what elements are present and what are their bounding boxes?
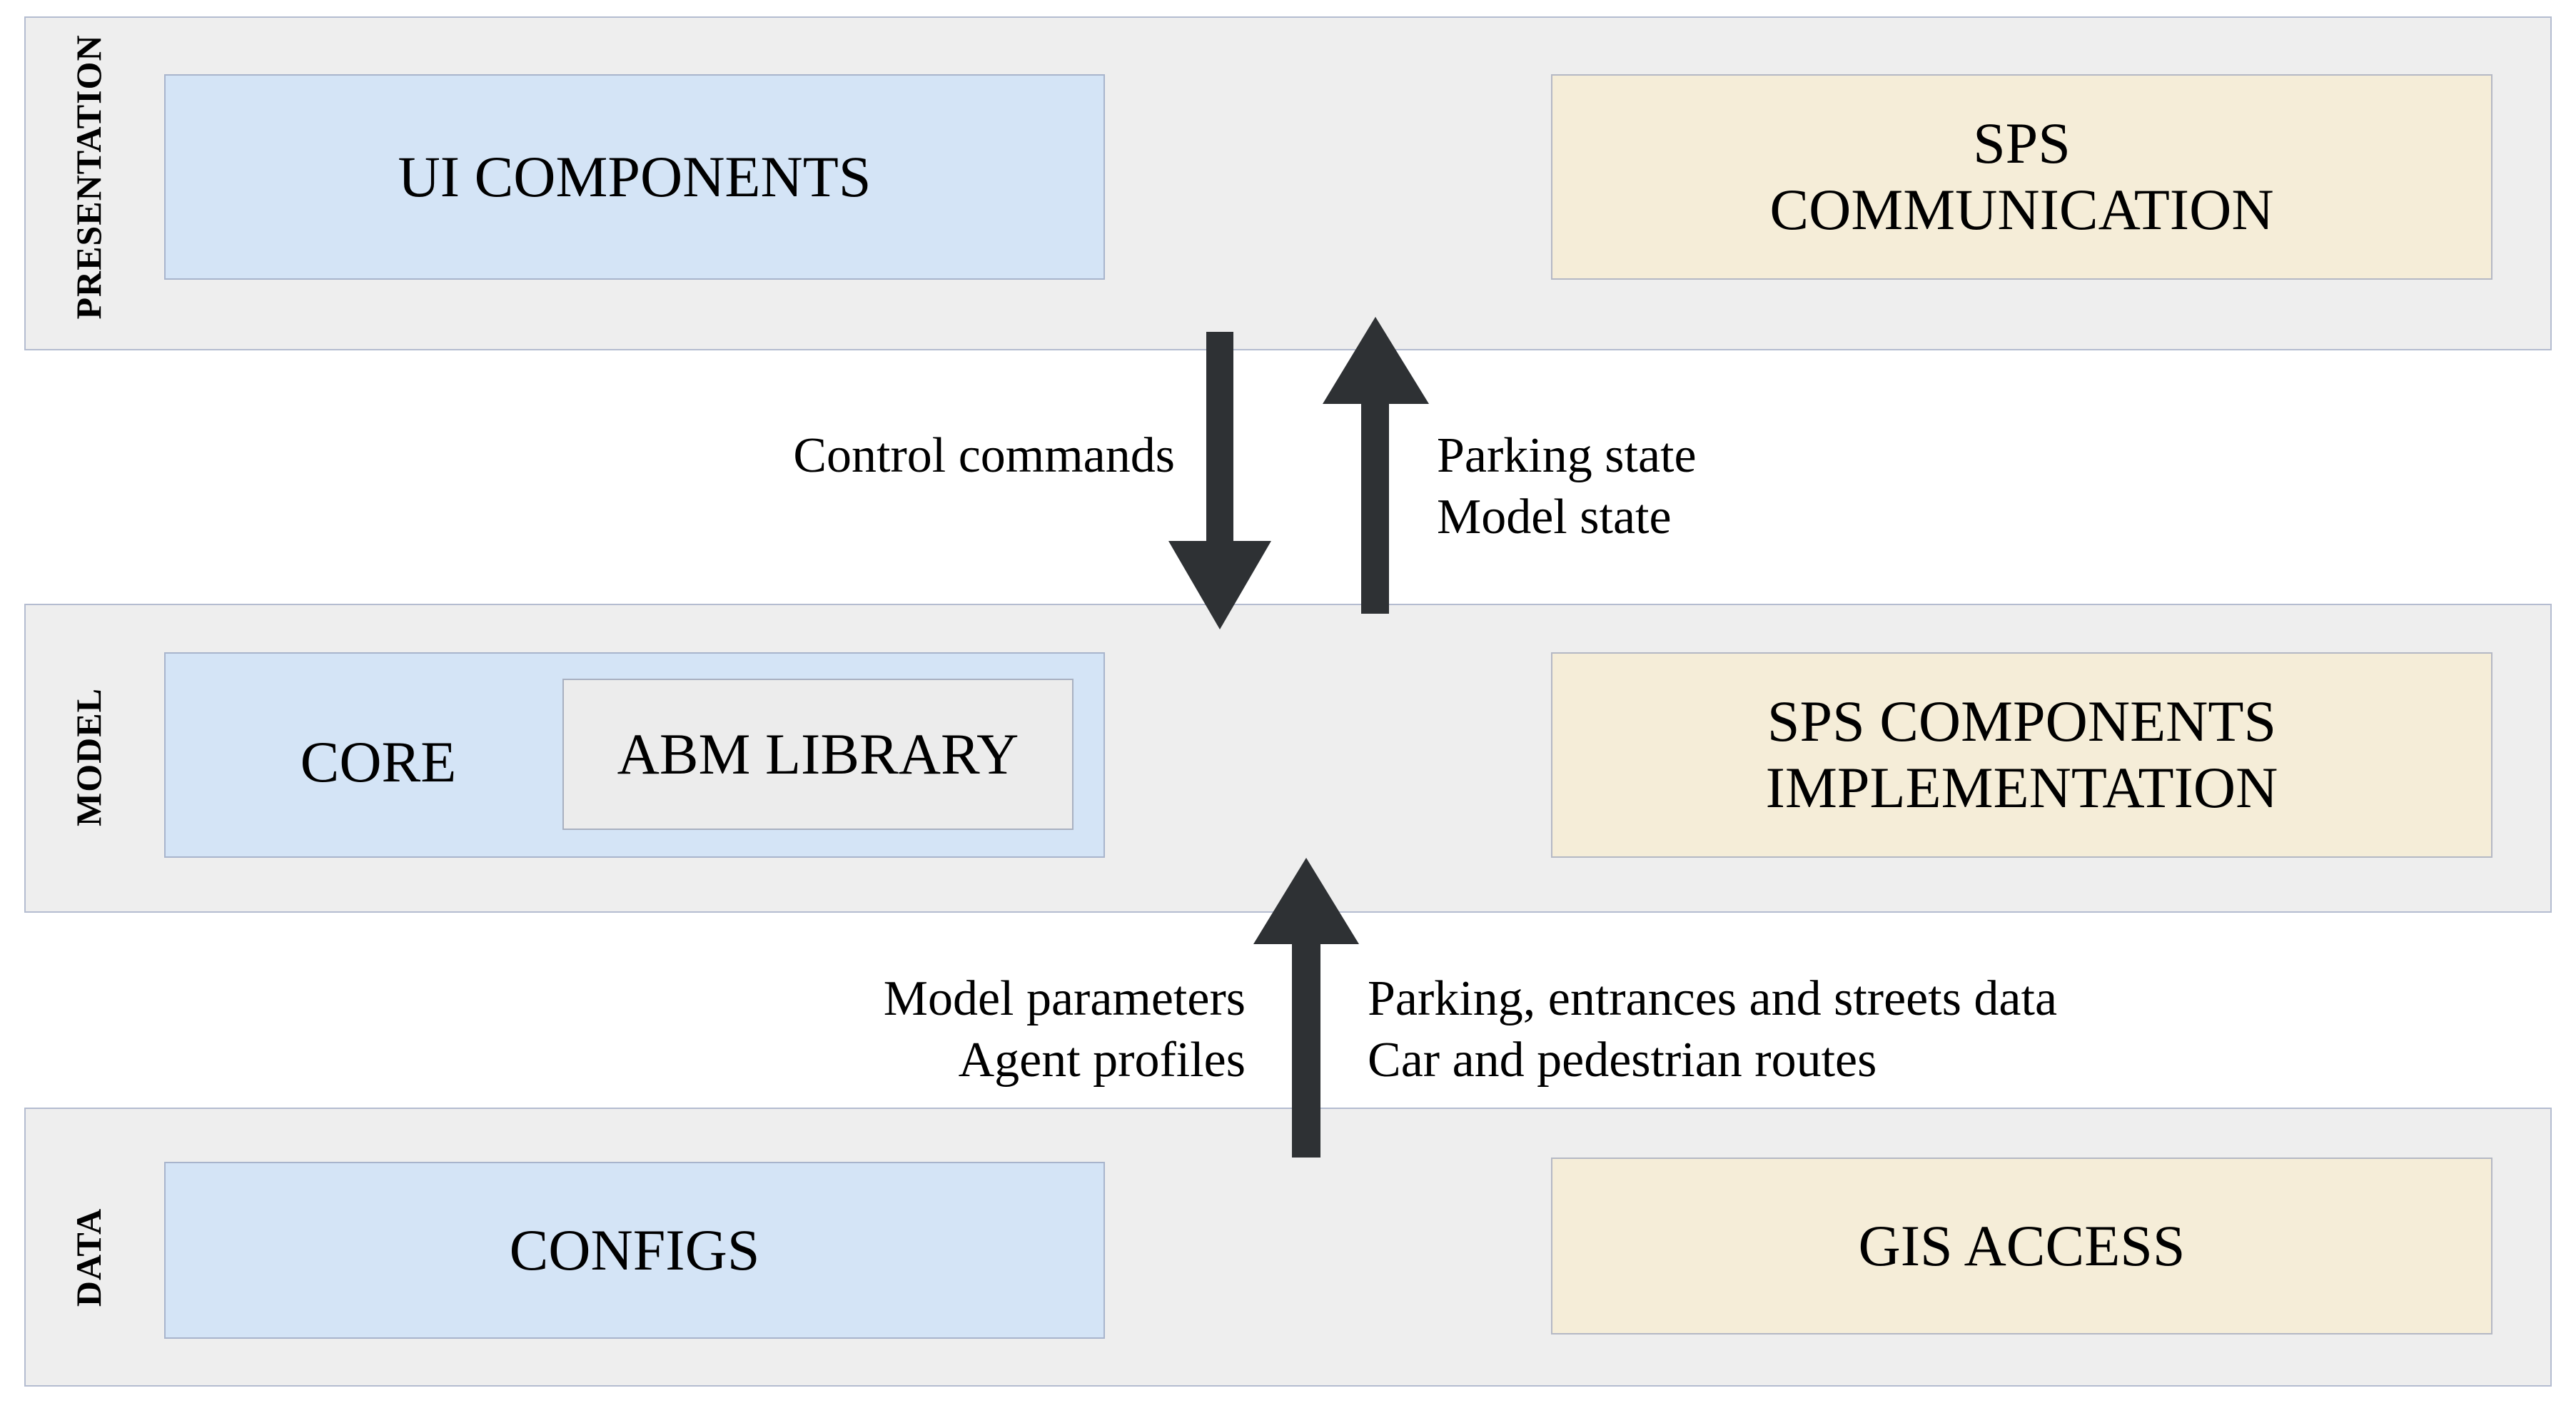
control-commands-label: Control commands <box>793 428 1175 483</box>
ui-components-label: UI COMPONENTS <box>398 143 872 209</box>
sps-communication-box: SPS COMMUNICATION <box>1551 74 2492 280</box>
model-state-label: Model state <box>1437 490 1672 545</box>
sps-communication-label-line1: SPS <box>1973 111 2071 176</box>
core-label: CORE <box>300 729 457 794</box>
abm-library-label: ABM LIBRARY <box>617 721 1019 786</box>
sps-impl-label-line2: IMPLEMENTATION <box>1765 755 2278 820</box>
parking-streets-data-label: Parking, entrances and streets data <box>1368 971 2058 1026</box>
arrow-down-icon <box>1168 332 1271 629</box>
arrow-up-data-icon <box>1253 858 1359 1158</box>
arrow-up-icon <box>1323 317 1429 614</box>
model-parameters-label: Model parameters <box>883 971 1246 1026</box>
gis-access-label: GIS ACCESS <box>1858 1212 2186 1278</box>
gis-data-labels: Parking, entrances and streets data Car … <box>1368 968 2057 1091</box>
ui-components-box: UI COMPONENTS <box>164 74 1105 280</box>
gis-access-box: GIS ACCESS <box>1551 1158 2492 1334</box>
model-parameters-labels: Model parameters Agent profiles <box>884 968 1246 1091</box>
configs-label: CONFIGS <box>509 1217 760 1282</box>
sps-impl-label-line1: SPS COMPONENTS <box>1767 689 2277 754</box>
sps-components-implementation-box: SPS COMPONENTS IMPLEMENTATION <box>1551 652 2492 858</box>
parking-state-label: Parking state <box>1437 428 1697 483</box>
state-labels: Parking state Model state <box>1437 425 1697 548</box>
sps-communication-label-line2: COMMUNICATION <box>1769 177 2274 242</box>
routes-label: Car and pedestrian routes <box>1368 1033 1877 1088</box>
agent-profiles-label: Agent profiles <box>958 1033 1246 1088</box>
abm-library-box: ABM LIBRARY <box>562 679 1074 830</box>
configs-box: CONFIGS <box>164 1162 1105 1339</box>
